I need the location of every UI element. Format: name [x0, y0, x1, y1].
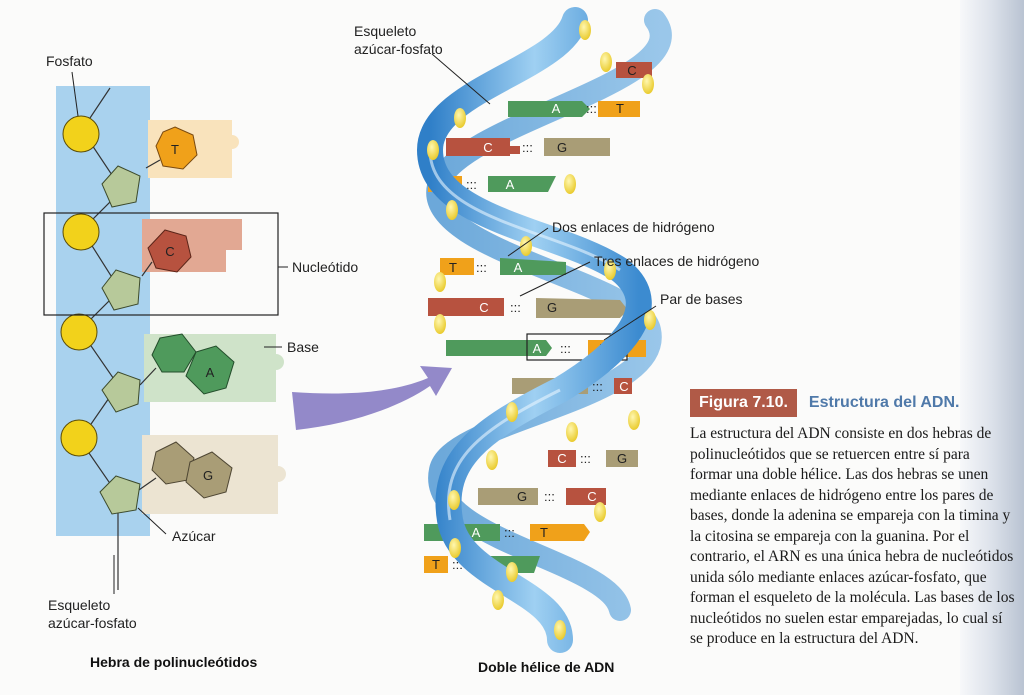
figure-number: Figura 7.10. — [690, 389, 797, 417]
phosphate-circle — [63, 116, 99, 152]
svg-text::::: ::: — [522, 140, 533, 155]
svg-text:A: A — [472, 525, 481, 540]
label-two-hbonds: Dos enlaces de hidrógeno — [552, 219, 715, 235]
svg-text::::: ::: — [580, 451, 591, 466]
phosphate-circle — [63, 214, 99, 250]
svg-text:A: A — [552, 101, 561, 116]
base-pair-row: C ::: G — [548, 450, 638, 467]
figure-caption: Figura 7.10. Estructura del ADN. La estr… — [690, 388, 1020, 650]
base-tab-c — [142, 219, 242, 272]
label-sugar: Azúcar — [172, 528, 216, 544]
figure-heading: Figura 7.10. Estructura del ADN. — [690, 388, 1020, 418]
svg-text:G: G — [517, 489, 527, 504]
backbone-band — [56, 86, 150, 536]
label-nucleotide: Nucleótido — [292, 259, 358, 275]
svg-text::::: ::: — [544, 489, 555, 504]
base-letter-c: C — [165, 244, 174, 259]
svg-text:G: G — [617, 451, 627, 466]
svg-text::::: ::: — [586, 101, 597, 116]
svg-text::::: ::: — [560, 341, 571, 356]
base-letter-t: T — [171, 142, 179, 157]
base-tab-g — [142, 435, 286, 514]
svg-text::::: ::: — [510, 300, 521, 315]
svg-text:T: T — [432, 557, 440, 572]
base-pair-row: C ::: G — [428, 298, 628, 318]
svg-text::::: ::: — [504, 525, 515, 540]
label-backbone-left-line2: azúcar-fosfato — [48, 615, 137, 631]
svg-text:T: T — [540, 525, 548, 540]
phosphate-circle — [61, 420, 97, 456]
polynucleotide-strand: T C A G Fosfato Nucleótido Base Azúcar E… — [44, 53, 358, 670]
title-polynucleotide-strand: Hebra de polinucleótidos — [90, 654, 257, 670]
svg-text:C: C — [587, 489, 596, 504]
base-pair-row: C ::: G — [446, 138, 610, 156]
svg-text:T: T — [616, 101, 624, 116]
svg-text:A: A — [506, 177, 515, 192]
base-tab-t — [148, 120, 239, 178]
title-double-helix: Doble hélice de ADN — [478, 659, 614, 675]
svg-text:C: C — [483, 140, 492, 155]
label-base-pair: Par de bases — [660, 291, 743, 307]
base-pair-row: A ::: T — [508, 101, 640, 117]
svg-text:T: T — [449, 260, 457, 275]
transition-arrow — [292, 366, 452, 430]
label-backbone-helix-line2: azúcar-fosfato — [354, 41, 443, 57]
label-phosphate: Fosfato — [46, 53, 93, 69]
svg-text:C: C — [479, 300, 488, 315]
svg-text::::: ::: — [476, 260, 487, 275]
svg-text:A: A — [533, 341, 542, 356]
svg-text:G: G — [557, 140, 567, 155]
svg-text:C: C — [557, 451, 566, 466]
svg-text:A: A — [514, 260, 523, 275]
label-backbone-left-line1: Esqueleto — [48, 597, 110, 613]
base-letter-a: A — [206, 365, 215, 380]
svg-text:C: C — [619, 379, 628, 394]
label-three-hbonds: Tres enlaces de hidrógeno — [594, 253, 759, 269]
svg-text:C: C — [627, 63, 636, 78]
figure-title: Estructura del ADN. — [809, 394, 960, 412]
base-pair-row: G ::: C — [478, 488, 606, 505]
figure-caption-text: La estructura del ADN consiste en dos he… — [690, 424, 1015, 650]
label-backbone-helix-line1: Esqueleto — [354, 23, 416, 39]
phosphate-circle — [61, 314, 97, 350]
label-base: Base — [287, 339, 319, 355]
svg-text:G: G — [547, 300, 557, 315]
base-letter-g: G — [203, 468, 213, 483]
